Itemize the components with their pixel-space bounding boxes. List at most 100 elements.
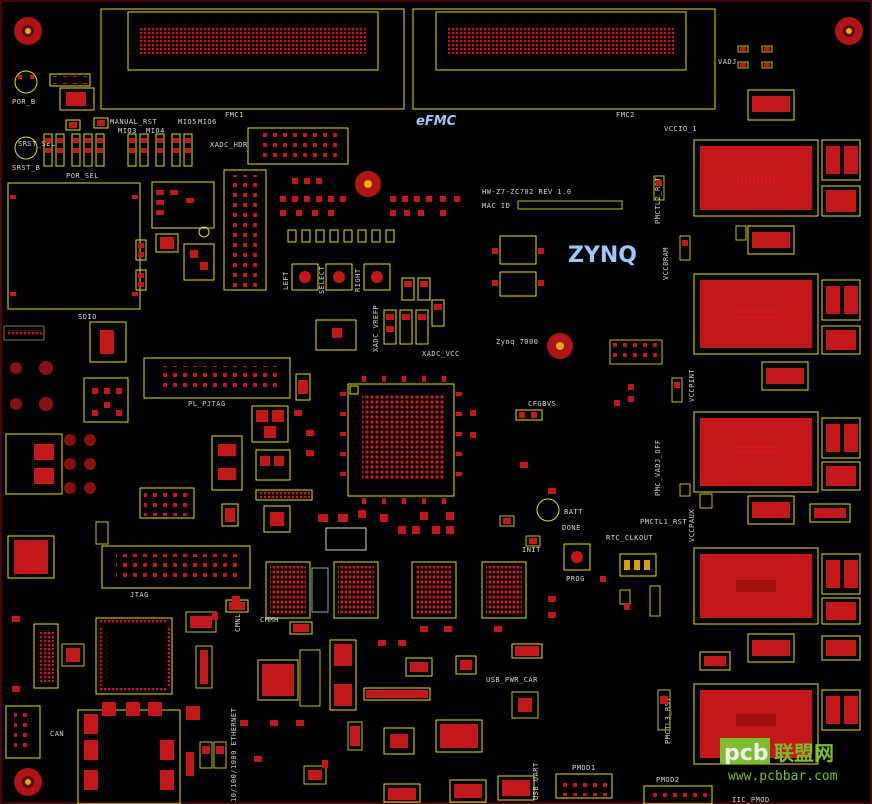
select-label: SELECT	[318, 265, 326, 294]
init-label: INIT	[522, 546, 541, 554]
usb-ulpi-chip	[221, 489, 313, 533]
rtc-clkout-header	[619, 553, 657, 577]
ethernet-label: 10/100/1000 ETHERNET	[230, 707, 238, 802]
xadc-header	[247, 127, 349, 165]
usb-connector	[225, 599, 357, 711]
mio-switches	[65, 117, 109, 131]
srst-b-label: SRST_B	[12, 164, 40, 172]
pmod1-label: PMOD1	[572, 764, 596, 772]
mio6-label: MIO6	[198, 118, 217, 126]
pmic-passives	[619, 175, 747, 731]
right-label: RIGHT	[354, 268, 362, 292]
por-b-label: POR_B	[12, 98, 36, 106]
rtc-battery	[536, 498, 560, 522]
vccio1-label: VCCIO_1	[664, 125, 697, 133]
mac-id-label: MAC ID	[482, 202, 510, 210]
xadc-vrefp-label: XADC_VREFP	[372, 305, 380, 352]
watermark-brand: pcb	[724, 741, 769, 766]
mode-jumpers	[43, 133, 193, 167]
xadc-jumpers	[315, 277, 445, 351]
board-name-label: HW-Z7-ZC702 REV 1.0	[482, 188, 572, 196]
right-button	[363, 263, 391, 291]
fmc1-connector	[100, 8, 405, 110]
ddr-termination	[311, 567, 329, 613]
cap-array-center	[609, 339, 663, 365]
zynq-7000-label: Zynq 7000	[496, 338, 538, 346]
left-passives	[135, 181, 215, 291]
regulator-vccpint	[693, 361, 861, 493]
pmctl1-rst-label: PMCTL1_RST	[640, 518, 687, 526]
pmctl3-rst-label: PMCTL3_RST	[664, 697, 672, 744]
pmc-vadj-off-label: PMC_VADJ_OFF	[654, 439, 662, 496]
iic-pmod-label: IIC_PMOD	[732, 796, 770, 804]
mode-dip-header	[49, 73, 95, 111]
ddr3-chip-1	[265, 561, 311, 619]
mio5-label: MIO5	[178, 118, 197, 126]
watermark-brand-cn: 联盟网	[774, 741, 834, 765]
batt-label: BATT	[564, 508, 583, 516]
rtc-clkout-label: RTC_CLKOUT	[606, 534, 653, 542]
left-label: LEFT	[282, 271, 290, 290]
qspi-flash	[223, 169, 267, 291]
regulator-vccio	[693, 89, 861, 217]
ddr3-chip-2	[333, 561, 379, 619]
left-button	[291, 263, 319, 291]
fmc2-connector	[412, 8, 716, 110]
pmod2-header	[643, 785, 713, 804]
regulator-vccbram	[693, 225, 861, 355]
por-sel-label: POR_SEL	[66, 172, 99, 180]
pmod2-label: PMOD2	[656, 776, 680, 784]
bottom-connectors	[383, 779, 487, 803]
vadj-resistors	[737, 45, 773, 69]
zynq-logo: ZYNQ	[568, 243, 637, 268]
srst-b-button	[14, 136, 38, 160]
misc-passives	[12, 384, 634, 768]
fmc2-label: FMC2	[616, 111, 635, 119]
mounting-hole-center	[547, 333, 573, 359]
resistor-bank-1	[280, 178, 460, 216]
cfgbvs-jumper	[515, 409, 543, 421]
jtag-header	[101, 545, 251, 589]
mounting-hole-top-right	[835, 17, 863, 45]
cmmh-label: CMMH	[260, 616, 279, 624]
led-row	[287, 229, 395, 243]
crystal-block	[492, 235, 544, 297]
manual-rst-label: MANUAL_RST	[110, 118, 157, 126]
vccbram-label: VCCBRAM	[662, 247, 670, 280]
jtag-cap	[95, 521, 109, 545]
sdio-label: SDIO	[78, 313, 97, 321]
jtag-label: JTAG	[130, 591, 149, 599]
power-jack	[5, 433, 96, 495]
fmc1-label: FMC1	[225, 111, 244, 119]
ddr-passives	[318, 510, 502, 632]
ddr3-chip-4	[481, 561, 527, 619]
vadj-label: VADJ	[718, 58, 737, 66]
mounting-hole-center-top	[355, 171, 381, 197]
vccpint-label: VCCPINT	[688, 369, 696, 402]
usb-uart-chip	[33, 611, 217, 689]
level-shifter-block	[139, 373, 314, 519]
done-init-leds	[499, 462, 556, 547]
pl-pjtag-label: PL_PJTAG	[188, 400, 226, 408]
can-transceiver	[5, 705, 41, 759]
xadc-hdr-label: XADC_HDR	[210, 141, 248, 149]
regulator-vccpaux	[693, 495, 861, 625]
ethernet-phy	[95, 617, 173, 695]
ethernet-rj45-area	[3, 321, 129, 423]
prog-label: PROG	[566, 575, 585, 583]
efmc-logo: eFMC	[416, 114, 457, 129]
prog-button	[563, 543, 591, 571]
mounting-hole-top-left	[14, 17, 42, 45]
ethernet-leds	[186, 741, 227, 776]
can-label: CAN	[50, 730, 64, 738]
zynq-soc-bga	[340, 376, 462, 504]
select-button	[325, 263, 353, 291]
power-switch	[7, 535, 55, 579]
mio3-label: MIO3	[118, 127, 137, 135]
xadc-vcc-label: XADC_VCC	[422, 350, 460, 358]
mio4-label: MIO4	[146, 127, 165, 135]
por-b-button	[14, 70, 38, 94]
pmod1-header	[555, 773, 613, 799]
mounting-hole-bottom-left	[14, 768, 42, 796]
